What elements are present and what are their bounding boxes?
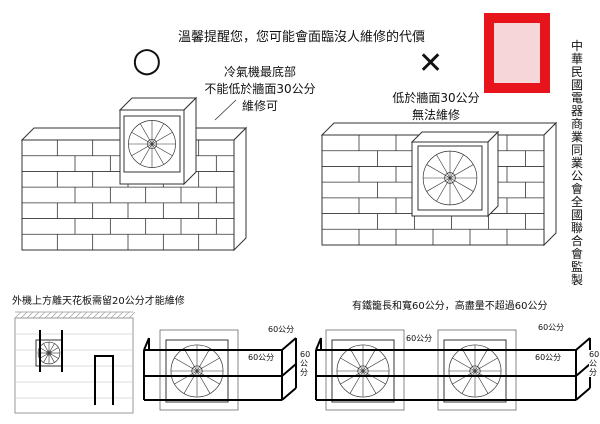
ceiling-room — [14, 311, 136, 414]
page-title: 溫馨提醒您，您可能會面臨沒人維修的代價 — [178, 30, 426, 45]
correct-symbol: ○ — [132, 40, 162, 80]
ac-unit-wrong — [417, 145, 483, 211]
dim-label-height-2: 60公分 — [589, 350, 600, 377]
dim-label-width-3: 60公分 — [535, 352, 562, 363]
dim-label-depth-2: 60公分 — [538, 322, 565, 333]
dim-label-depth: 60公分 — [268, 324, 295, 335]
seal-stamp — [484, 13, 550, 93]
iron-cage-single — [143, 329, 297, 411]
bottom-left-caption: 外機上方離天花板需留20公分才能維修 — [12, 296, 185, 307]
dim-label-width: 60公分 — [248, 352, 275, 363]
dim-label-height: 60公分 — [300, 350, 311, 377]
iron-cage-double — [315, 329, 591, 411]
left-caption: 冷氣機最底部 不能低於牆面30公分 維修可 — [204, 65, 316, 113]
dim-label-width-2: 60公分 — [406, 333, 433, 344]
wrong-symbol: ✕ — [418, 46, 444, 81]
right-caption: 低於牆面30公分 無法維修 — [392, 91, 480, 122]
publisher-text: 中華民國電器商業同業公會全國聯合會監製 — [570, 39, 583, 287]
ac-unit-correct — [123, 115, 181, 173]
bottom-right-caption: 有鐵籠長和寬60公分，高盡量不超過60公分 — [352, 301, 548, 312]
